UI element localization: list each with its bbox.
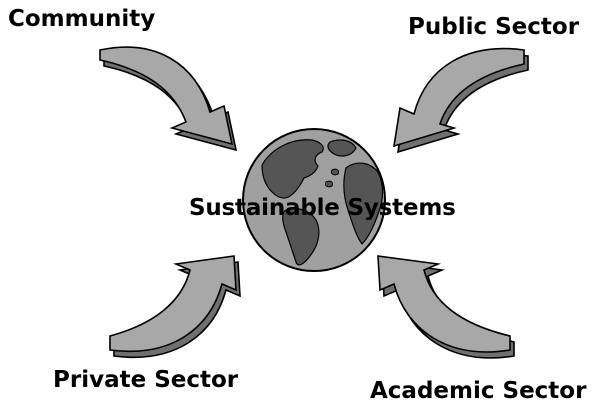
continent-africa — [343, 162, 384, 245]
arrow-private-sector — [109, 255, 241, 358]
continent-greenland — [327, 139, 357, 157]
arrow-community — [99, 46, 238, 152]
continent-north-america — [261, 139, 324, 199]
continent-south-america — [282, 207, 320, 266]
arrow-public-sector — [393, 47, 529, 154]
arrow-academic-sector — [377, 255, 515, 359]
node-label-academic-sector: Academic Sector — [370, 378, 587, 404]
globe-icon — [242, 128, 386, 272]
node-label-private-sector: Private Sector — [53, 367, 239, 393]
node-label-public-sector: Public Sector — [408, 14, 580, 40]
center-label: Sustainable Systems — [189, 195, 456, 221]
node-label-community: Community — [8, 6, 156, 32]
